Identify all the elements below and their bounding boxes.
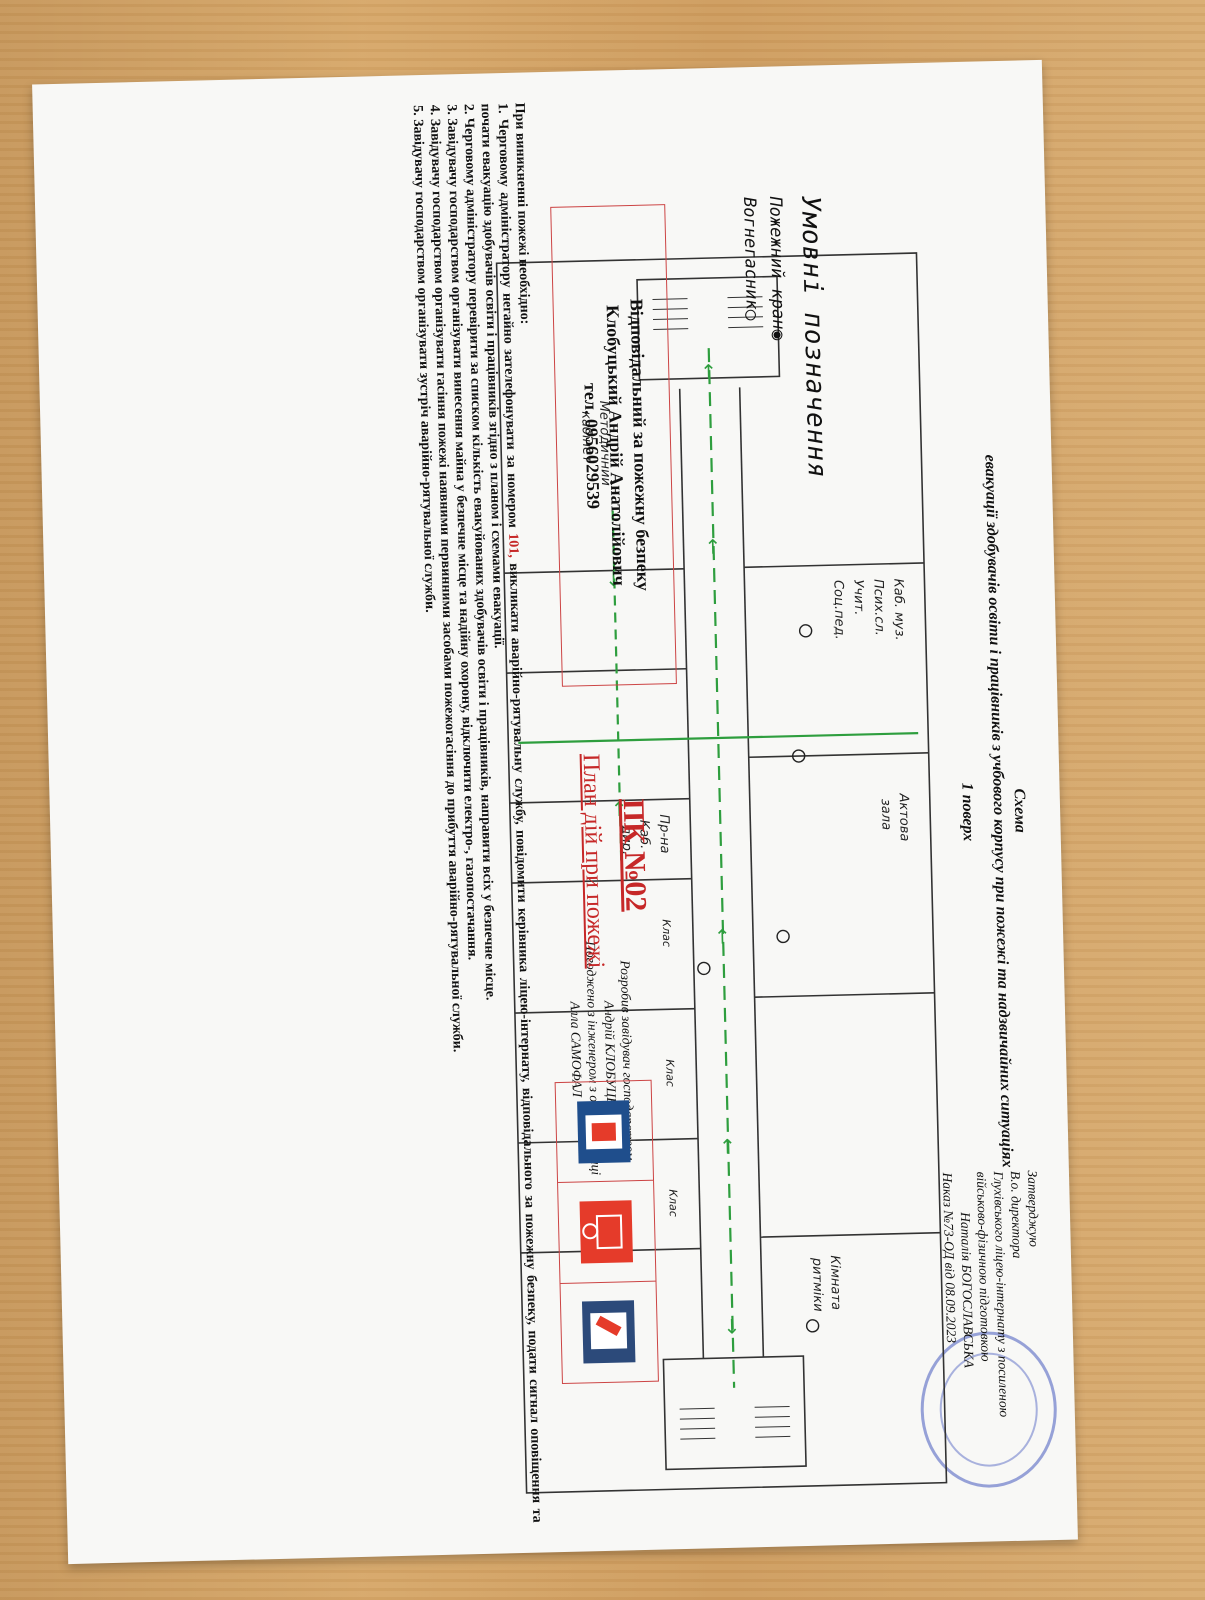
room-pr-na: Пр-на: [656, 814, 672, 854]
room-psykh: Псих.сл.: [870, 579, 886, 636]
room-uchyt: Учит.: [850, 579, 866, 615]
emergency-phone-sign-icon: [577, 1099, 632, 1164]
room-rytmika-2: ритміки: [809, 1257, 825, 1312]
safety-signs: [554, 1079, 659, 1385]
room-klas-2: Клас: [663, 1059, 677, 1087]
room-metodychnyi-2: кабінет: [578, 411, 594, 463]
route-arrow: →: [720, 1318, 744, 1335]
fire-hydrant-icon: [805, 1319, 820, 1333]
floor-plan: ← ← ← ← → → ← Каб. муз. Псих.сл. Учит. С…: [476, 233, 957, 1514]
evacuation-sheet: Затверджую В.о. директора Глухівського л…: [32, 59, 1078, 1565]
floor-plan-drawing: ← ← ← ← → → ← Каб. муз. Псих.сл. Учит. С…: [495, 252, 948, 1494]
evacuation-route-cross: [518, 732, 919, 744]
room-klas-3: Клас: [666, 1189, 680, 1217]
route-arrow: ←: [697, 363, 721, 380]
fire-extinguisher-sign-icon: [582, 1300, 636, 1364]
route-arrow: ←: [716, 1138, 740, 1155]
fire-hydrant-icon: [776, 929, 790, 944]
route-arrow: →: [602, 570, 626, 587]
stair-right: [662, 1355, 807, 1471]
room-kab-dyr: Каб.: [636, 820, 652, 850]
pk-number: ПК №02: [616, 798, 653, 912]
emergency-number: 101,: [505, 533, 521, 558]
evacuation-route-lower: [611, 510, 623, 861]
route-arrow: ←: [711, 928, 735, 945]
document-content: Затверджую В.о. директора Глухівського л…: [42, 70, 1067, 1554]
legend-item-hydrant: Пожежний кран ◉: [765, 196, 789, 341]
room-klas-1: Клас: [660, 919, 674, 947]
scheme-title: Схема евакуації здобувачів освіти і прац…: [948, 431, 1040, 1193]
room-metodychnyi: Методичний: [596, 401, 613, 487]
legend-item-extinguisher: Вогнегасник ○: [739, 196, 763, 321]
room-aktova: Актова: [896, 792, 912, 841]
evacuation-route-main: [707, 348, 736, 1388]
room-kab-muz: Каб. муз.: [890, 578, 907, 640]
extinguisher-icon: [697, 961, 711, 976]
extinguisher-icon: ○: [740, 309, 763, 321]
room-sots: Соц.пед.: [830, 580, 846, 640]
room-kab-dyr-2: дир.: [618, 824, 634, 855]
room-aktova-2: зала: [878, 799, 894, 831]
fire-hydrant-icon: [792, 749, 806, 763]
responsible-person-box: Відповідальний за пожежну безпеку Клобуц…: [550, 204, 677, 687]
route-arrow: ←: [608, 800, 632, 817]
room-rytmika: Кімната: [827, 1255, 843, 1310]
outer-wall: [495, 252, 948, 1494]
fire-hydrant-icon: ◉: [767, 329, 789, 341]
route-arrow: ←: [701, 538, 725, 555]
fire-hose-sign-icon: [580, 1200, 634, 1264]
extinguisher-icon: [798, 624, 813, 638]
